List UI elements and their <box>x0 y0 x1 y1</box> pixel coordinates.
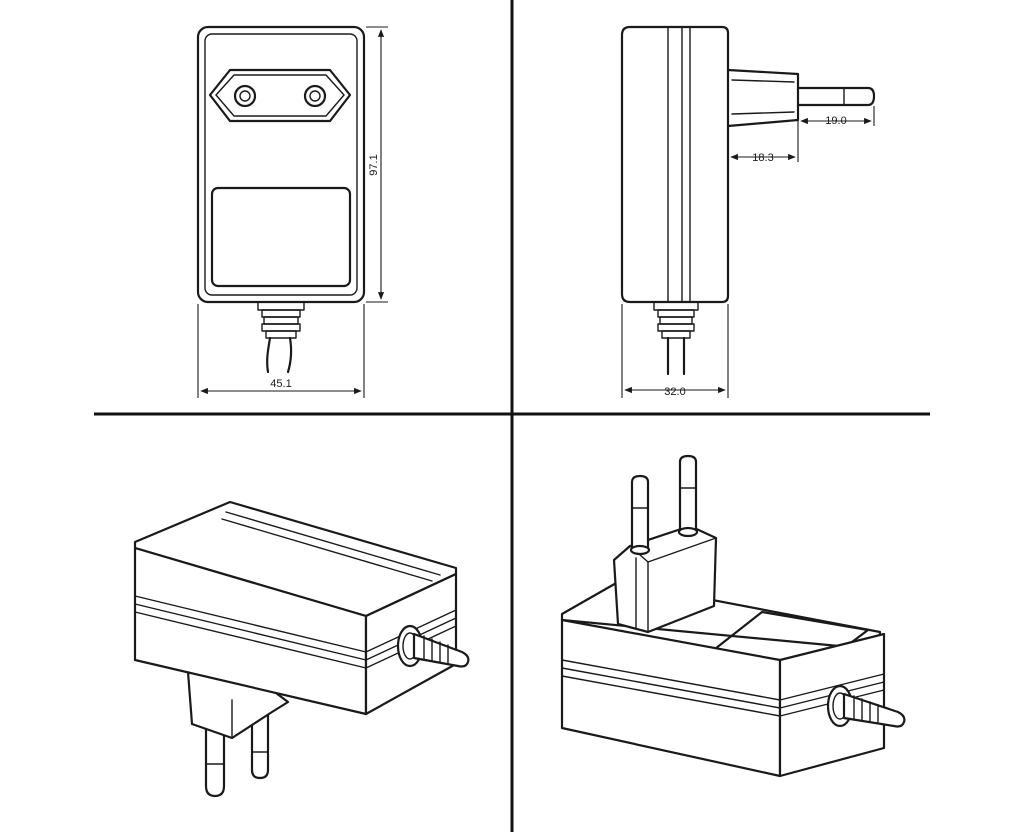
pin-length-label: 19.0 <box>825 115 846 127</box>
iso-view-plug-up <box>560 454 906 778</box>
side-view <box>620 25 876 398</box>
iso-view-plug-down <box>133 500 470 798</box>
front-view <box>196 25 388 398</box>
side-depth-label: 32.0 <box>664 386 685 398</box>
plug-base-label: 18.3 <box>752 152 773 164</box>
front-height-label: 97.1 <box>368 154 380 175</box>
front-width-label: 45.1 <box>270 378 291 390</box>
